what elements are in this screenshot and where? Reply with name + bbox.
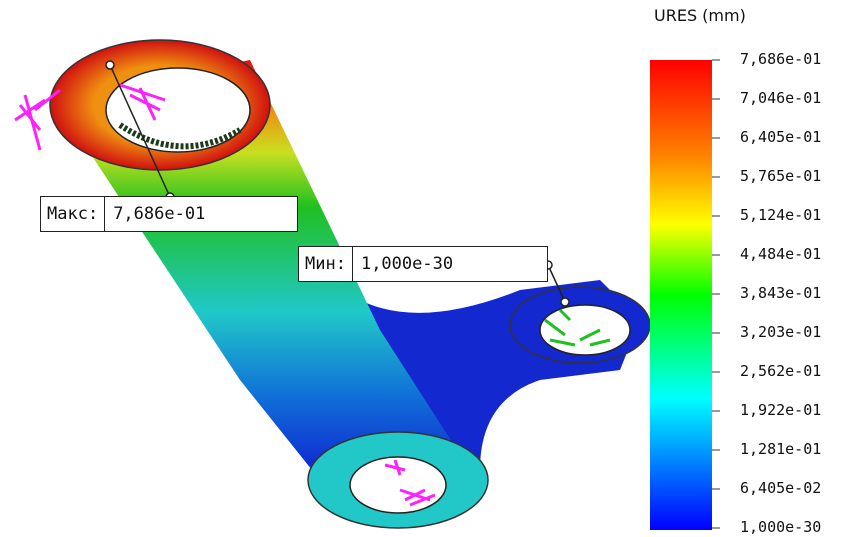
legend-tick: 4,484e-01 (740, 245, 822, 263)
min-probe-value: 1,000e-30 (360, 254, 454, 274)
fixture-arrows-top (14, 83, 166, 151)
legend-tick: 5,124e-01 (740, 206, 822, 224)
legend-tick: 2,562e-01 (740, 362, 822, 380)
legend-colorbar (650, 60, 712, 530)
max-probe-value: 7,686e-01 (113, 204, 206, 224)
min-probe-caption: Мин: (299, 247, 353, 281)
legend-tick: 7,686e-01 (740, 50, 822, 68)
legend-tick: 6,405e-02 (740, 479, 822, 497)
legend-tick: 7,046e-01 (740, 89, 822, 107)
right-hole (539, 304, 631, 356)
fixture-arrows-right (544, 308, 611, 347)
top-hole (105, 67, 251, 153)
legend-tick: 5,765e-01 (740, 167, 822, 185)
legend-tick: 6,405e-01 (740, 128, 822, 146)
legend-tick: 3,843e-01 (740, 284, 822, 302)
max-probe-caption: Макс: (41, 197, 106, 231)
legend-tick: 1,000e-30 (740, 518, 822, 536)
min-probe-label: Мин: 1,000e-30 (298, 246, 548, 282)
max-probe-label: Макс: 7,686e-01 (40, 196, 298, 232)
legend-tick: 3,203e-01 (740, 323, 822, 341)
legend-tick: 1,281e-01 (740, 440, 822, 458)
load-arrows-bottom (384, 459, 436, 507)
legend-tick: 1,922e-01 (740, 401, 822, 419)
legend-title: URES (mm) (654, 6, 746, 25)
